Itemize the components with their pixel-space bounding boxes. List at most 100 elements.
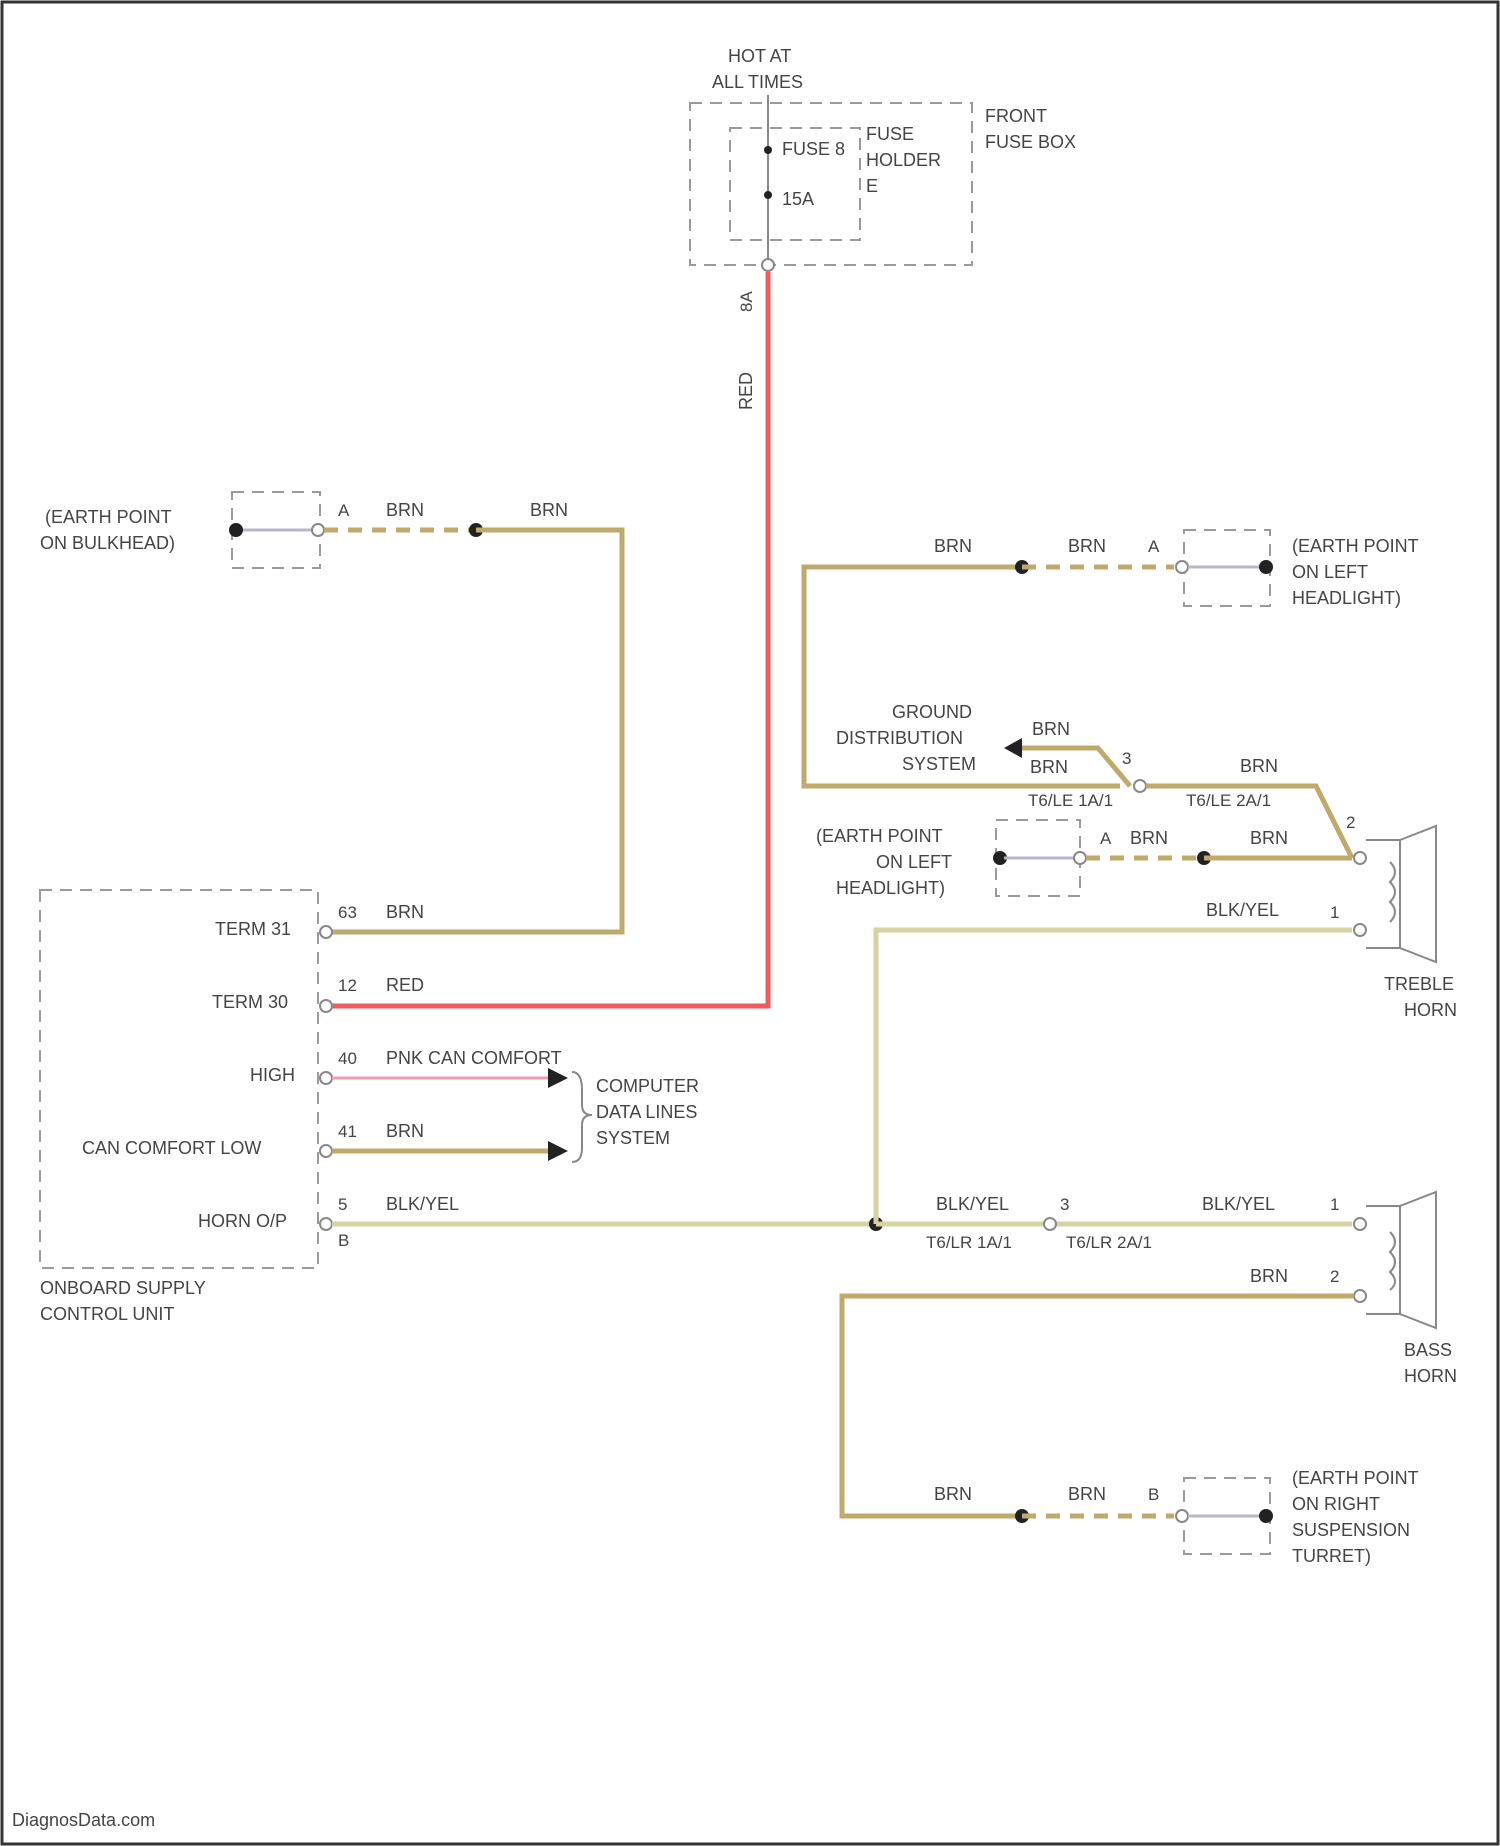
control-unit-name-1: ONBOARD SUPPLY [40,1278,206,1298]
ground-dist-splice-a: T6/LE 1A/1 [1028,791,1113,810]
control-unit-pin-number-40: 40 [338,1049,357,1068]
treble-horn-feed-wire [876,930,1352,1224]
treble-horn-connector-1 [1354,924,1366,936]
treble-horn-bell-icon [1400,826,1436,962]
control-unit-pin-label-can-low: CAN COMFORT LOW [82,1138,261,1158]
left-headlight-mid-label-line3: HEADLIGHT) [836,878,945,898]
horn-output-wire-label: BLK/YEL [386,1194,459,1214]
bass-horn-connector-1 [1354,1218,1366,1230]
treble-horn-ground-label: BRN [1240,756,1278,776]
right-suspension-label-1: (EARTH POINT [1292,1468,1419,1488]
fuse-box-label-1: FRONT [985,106,1047,126]
control-unit-pin-41 [320,1145,332,1157]
control-unit-group: TERM 31 TERM 30 HIGH CAN COMFORT LOW HOR… [40,890,357,1324]
bass-horn-pin-2: 2 [1330,1267,1339,1286]
ground-dist-connector [1134,780,1146,792]
treble-horn-label-1: TREBLE [1384,974,1454,994]
fuse-holder-label-1: FUSE [866,124,914,144]
treble-horn-feed-label: BLK/YEL [1206,900,1279,920]
red-wire [332,272,768,1006]
ground-dist-label-3: SYSTEM [902,754,976,774]
treble-horn-coil-icon [1390,862,1395,922]
fuse-box-label-2: FUSE BOX [985,132,1076,152]
power-label-1: HOT AT [728,46,791,66]
left-headlight-top-pin: A [1148,537,1160,556]
ground-dist-label-brn-1: BRN [1032,719,1070,739]
left-headlight-mid-label-line2: ON LEFT [876,852,952,872]
control-unit-pin-5 [320,1218,332,1230]
bulkhead-brn-label-1: BRN [386,500,424,520]
control-unit-pin-number-12: 12 [338,976,357,995]
can-system-label-3: SYSTEM [596,1128,670,1148]
control-unit-pin-12 [320,1000,332,1012]
control-unit-pin-number-41: 41 [338,1122,357,1141]
left-headlight-mid-label-line1: (EARTH POINT [816,826,943,846]
earth-bulkhead-label-2: ON BULKHEAD) [40,533,175,553]
can-system-brace [572,1072,592,1162]
ground-dist-label-brn-2: BRN [1030,757,1068,777]
term30-wire-label: RED [386,975,424,995]
earth-bulkhead-label-1: (EARTH POINT [45,507,172,527]
left-headlight-mid-pin: A [1100,829,1112,848]
left-headlight-top-label-line3: HEADLIGHT) [1292,588,1401,608]
left-headlight-top-label-1: BRN [934,536,972,556]
fuse-holder-label-2: HOLDER [866,150,941,170]
right-suspension-ground-icon [1259,1509,1273,1523]
control-unit-pin-label-high: HIGH [250,1065,295,1085]
fuse-terminal-bottom [764,191,772,199]
right-suspension-brn-1: BRN [934,1484,972,1504]
fuse-box-connector [762,259,774,271]
control-unit-pin-label-horn: HORN O/P [198,1211,287,1231]
left-headlight-top-connector [1176,561,1188,573]
bass-horn-bell-icon [1400,1192,1436,1328]
fuse-box-pin: 8A [737,291,756,312]
bulkhead-brn-wire [332,530,622,932]
horn-splice-connector [1044,1218,1056,1230]
treble-horn: 2 1 TREBLE HORN [1330,813,1457,1020]
can-low-wire-label: BRN [386,1121,424,1141]
treble-horn-pin-2: 2 [1346,813,1355,832]
footer-watermark: DiagnosData.com [12,1810,155,1830]
fuse-terminal-top [764,146,772,154]
left-headlight-mid-brn-2: BRN [1250,828,1288,848]
can-system-label-2: DATA LINES [596,1102,697,1122]
left-headlight-top-ground-icon [1259,560,1273,574]
bass-horn-coil-icon [1390,1232,1395,1290]
bass-horn: 1 2 BASS HORN [1330,1192,1457,1386]
bass-horn-pin-1: 1 [1330,1195,1339,1214]
bass-horn-label-1: BASS [1404,1340,1452,1360]
right-suspension-pin: B [1148,1485,1159,1504]
earth-bulkhead-pin: A [338,501,350,520]
can-system-label-1: COMPUTER [596,1076,699,1096]
can-low-arrow-icon [548,1141,568,1161]
control-unit-pin-label-term30: TERM 30 [212,992,288,1012]
horn-splice-label-b: T6/LR 2A/1 [1066,1233,1152,1252]
power-label-2: ALL TIMES [712,72,803,92]
control-unit-pin-label-term31: TERM 31 [215,919,291,939]
can-high-wire-label: PNK CAN COMFORT [386,1048,562,1068]
right-suspension-label-2: ON RIGHT [1292,1494,1380,1514]
control-unit-pin-number-5: 5 [338,1195,347,1214]
bass-feed-label-2: BLK/YEL [1202,1194,1275,1214]
right-suspension-brn-2: BRN [1068,1484,1106,1504]
ground-dist-arrow-icon [1004,738,1022,758]
right-suspension-connector [1176,1510,1188,1522]
fuse-rating: 15A [782,189,814,209]
bass-feed-label-1: BLK/YEL [936,1194,1009,1214]
earth-bulkhead-connector [312,524,324,536]
earth-bulkhead-group: (EARTH POINT ON BULKHEAD) A [40,492,350,568]
term31-wire-label: BRN [386,902,424,922]
bulkhead-brn-label-2: BRN [530,500,568,520]
ground-dist-label-2: DISTRIBUTION [836,728,963,748]
can-high-arrow-icon [548,1068,568,1088]
control-unit-name-2: CONTROL UNIT [40,1304,174,1324]
treble-horn-connector-2 [1354,852,1366,864]
control-unit-connector: B [338,1231,349,1250]
fuse-name: FUSE 8 [782,139,845,159]
right-suspension-label-3: SUSPENSION [1292,1520,1410,1540]
ground-dist-label-1: GROUND [892,702,972,722]
treble-horn-label-2: HORN [1404,1000,1457,1020]
left-headlight-mid-connector [1074,852,1086,864]
left-headlight-top-label-line1: (EARTH POINT [1292,536,1419,556]
